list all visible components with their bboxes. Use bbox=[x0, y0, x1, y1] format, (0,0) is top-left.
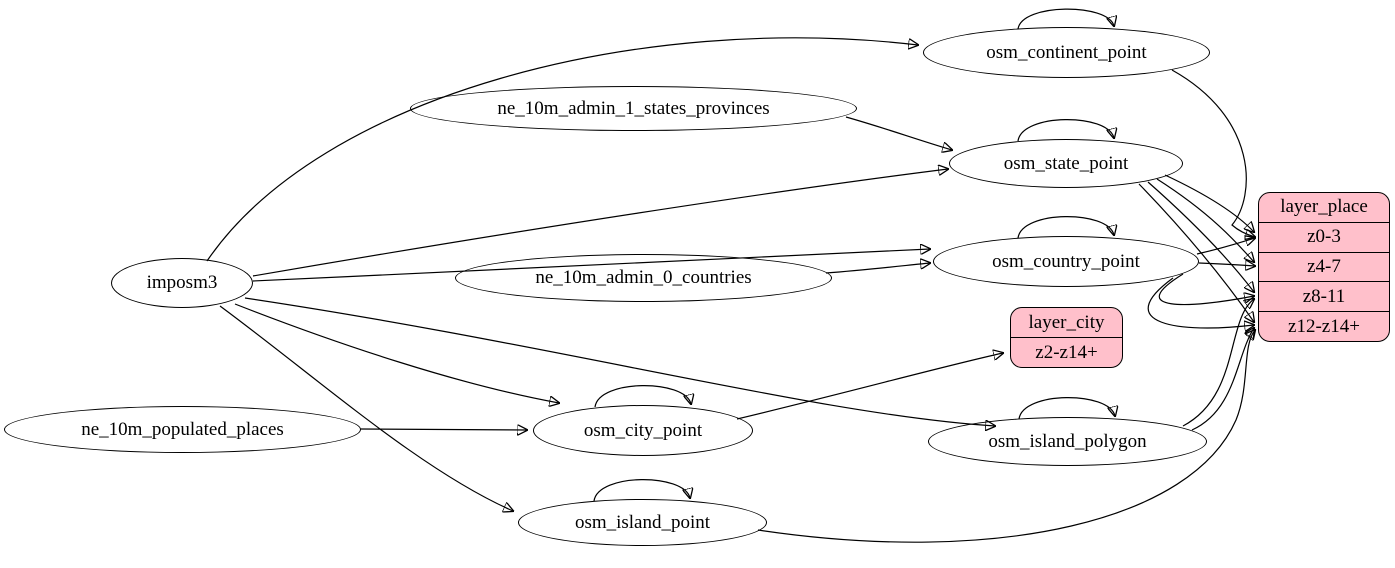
edge-island-polygon-z12-z14 bbox=[1191, 328, 1254, 431]
layer-place-row-z12-z14: z12-z14+ bbox=[1259, 311, 1389, 341]
edge-country-z12-z14 bbox=[1147, 277, 1254, 328]
edge-city-selfloop bbox=[594, 385, 691, 408]
edge-country-z0-3 bbox=[1196, 238, 1255, 255]
edge-city-layer-city-z2-z14 bbox=[736, 353, 1003, 420]
layer-place-row-z4-7: z4-7 bbox=[1259, 251, 1389, 282]
node-imposm3: imposm3 bbox=[111, 258, 253, 308]
node-osm-island-polygon: osm_island_polygon bbox=[928, 417, 1207, 466]
edge-ne-places-city bbox=[360, 429, 527, 430]
edge-imposm3-city bbox=[234, 303, 559, 403]
edge-ne-countries-country bbox=[825, 263, 930, 274]
node-ne-10m-admin-1-states-provinces: ne_10m_admin_1_states_provinces bbox=[410, 86, 857, 131]
edge-imposm3-continent bbox=[206, 37, 918, 262]
edge-island-polygon-z8-11 bbox=[1182, 299, 1254, 427]
layer-city-title: layer_city bbox=[1028, 311, 1105, 333]
node-osm-continent-point: osm_continent_point bbox=[923, 27, 1210, 78]
edge-continent-z0-3 bbox=[1171, 69, 1255, 237]
edge-state-selfloop bbox=[1017, 119, 1114, 142]
node-osm-country-point: osm_country_point bbox=[933, 236, 1199, 287]
node-osm-city-point: osm_city_point bbox=[533, 405, 753, 456]
node-layer-place: layer_place z0-3 z4-7 z8-11 z12-z14+ bbox=[1258, 192, 1390, 342]
node-osm-state-point: osm_state_point bbox=[949, 139, 1183, 188]
layer-place-title: layer_place bbox=[1280, 196, 1368, 218]
edge-island-point-selfloop bbox=[593, 479, 690, 502]
node-ne-10m-populated-places: ne_10m_populated_places bbox=[4, 406, 361, 453]
layer-city-row-z2-z14: z2-z14+ bbox=[1011, 337, 1122, 367]
edge-ne-states-state bbox=[845, 116, 952, 150]
edge-island-polygon-selfloop bbox=[1018, 397, 1115, 420]
node-ne-10m-admin-0-countries: ne_10m_admin_0_countries bbox=[455, 254, 832, 302]
edge-state-z0-3 bbox=[1164, 174, 1254, 232]
edge-country-selfloop bbox=[1017, 216, 1114, 239]
layer-place-row-z8-11: z8-11 bbox=[1259, 281, 1389, 311]
node-layer-city: layer_city z2-z14+ bbox=[1010, 307, 1123, 368]
layer-place-row-z0-3: z0-3 bbox=[1259, 221, 1389, 252]
node-osm-island-point: osm_island_point bbox=[518, 499, 767, 546]
edge-country-z8-11 bbox=[1158, 273, 1254, 306]
edge-country-z4-7 bbox=[1198, 263, 1255, 266]
